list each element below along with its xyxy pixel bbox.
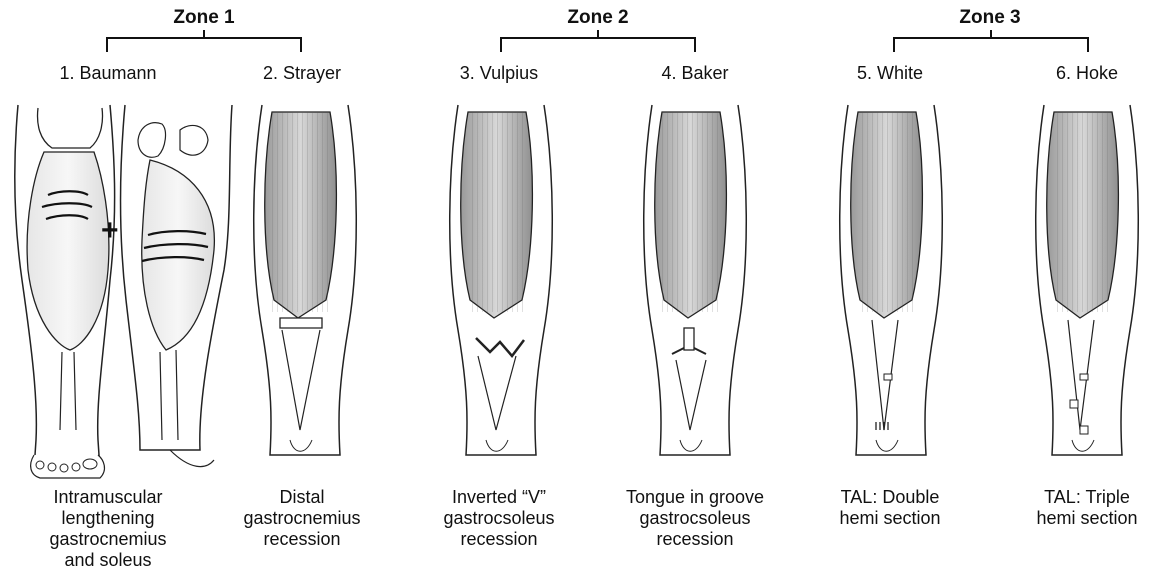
caption-strayer: Distal gastrocnemius recession <box>207 487 397 550</box>
leg-baumann-front <box>15 105 115 478</box>
leg-white <box>840 105 943 455</box>
caption-vulpius: Inverted “V” gastrocsoleus recession <box>404 487 594 550</box>
caption-white: TAL: Double hemi section <box>795 487 985 529</box>
leg-hoke <box>1036 105 1139 455</box>
leg-strayer <box>254 105 357 455</box>
caption-baumann: Intramuscular lengthening gastrocnemius … <box>13 487 203 571</box>
caption-hoke: TAL: Triple hemi section <box>992 487 1154 529</box>
plus-sign: + <box>101 214 119 248</box>
leg-baumann-side <box>121 105 232 467</box>
leg-vulpius <box>450 105 553 455</box>
leg-baker <box>644 105 747 455</box>
caption-baker: Tongue in groove gastrocsoleus recession <box>600 487 790 550</box>
